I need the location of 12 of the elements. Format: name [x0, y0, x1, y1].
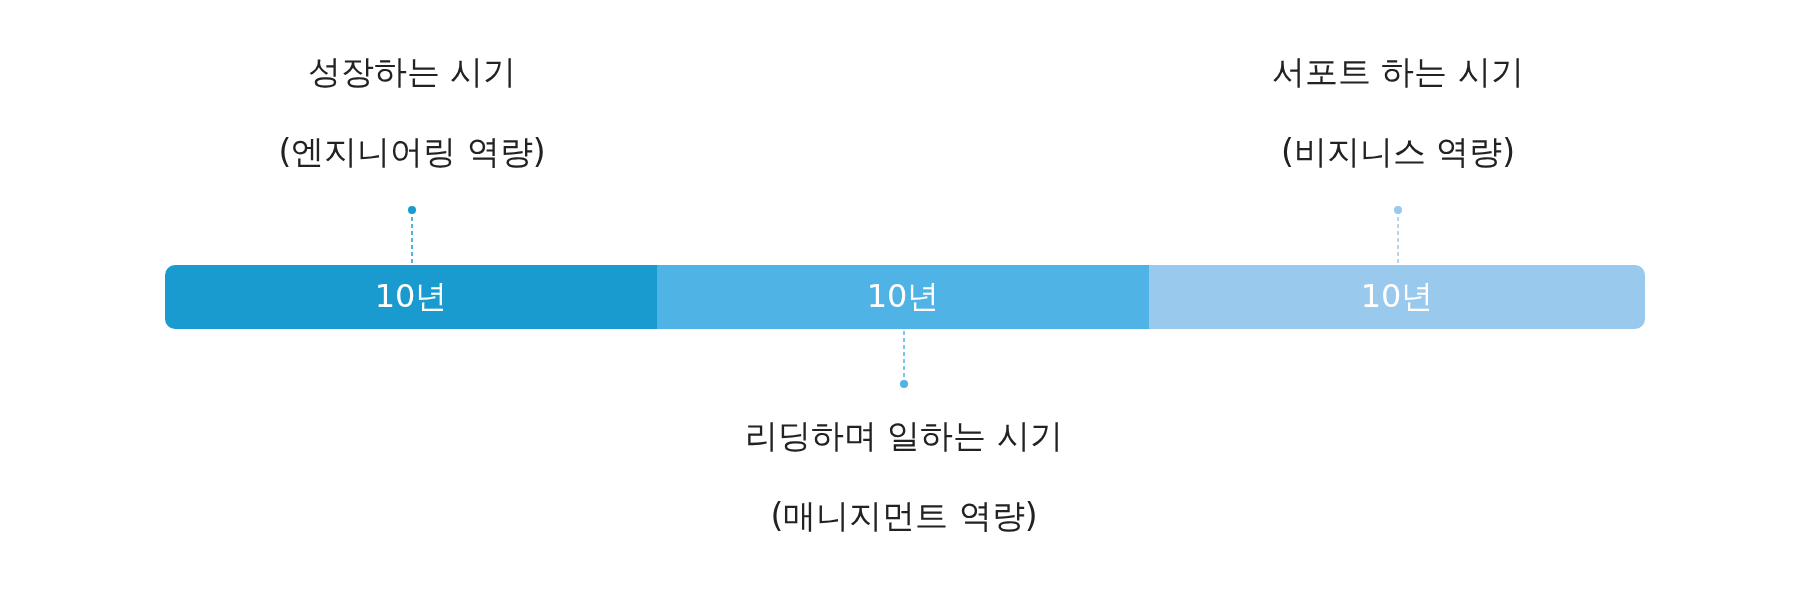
period-title: 리딩하며 일하는 시기	[744, 415, 1064, 457]
leader-line	[408, 206, 416, 266]
period-subtitle: (매니지먼트 역량)	[769, 495, 1039, 537]
period-title: 서포트 하는 시기	[1271, 51, 1525, 93]
period-title: 성장하는 시기	[306, 51, 518, 93]
timeline-segment: 10년	[165, 265, 657, 329]
timeline-segment: 10년	[1149, 265, 1645, 329]
leader-line	[1394, 206, 1402, 266]
period-subtitle: (엔지니어링 역량)	[277, 131, 547, 173]
period-subtitle: (비지니스 역량)	[1279, 131, 1517, 173]
timeline-segment: 10년	[657, 265, 1149, 329]
leader-line	[900, 328, 908, 388]
